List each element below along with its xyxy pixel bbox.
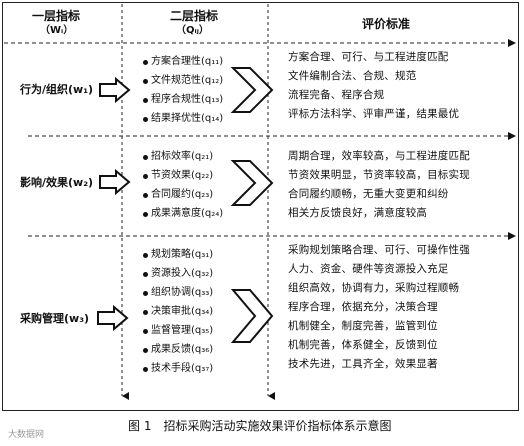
chevron-3	[230, 289, 274, 343]
bullet-icon	[143, 348, 148, 353]
criteria-3-4: 程序合理，依据充分，决策合理	[288, 301, 438, 313]
bullet-icon	[143, 272, 148, 277]
criteria-2-4: 相关方反馈良好，满意度较高	[288, 207, 428, 219]
level1-symbol: （Wᵢ）	[40, 25, 74, 36]
level1-header: 一层指标	[32, 9, 81, 23]
indicator-q24: 成果满意度(q₂₄)	[151, 208, 224, 219]
criteria-3-5: 机制健全，制度完善，监管到位	[288, 320, 438, 332]
indicator-q35: 监督管理(q₃₅)	[151, 325, 214, 336]
criteria-header: 评价标准	[362, 17, 411, 31]
bullet-icon	[143, 212, 148, 217]
figure-caption: 图 1 招标采购活动实施效果评价指标体系示意图	[128, 419, 392, 433]
bullet-icon	[143, 310, 148, 315]
block-arrow-2	[99, 168, 131, 196]
indicator-q31: 规划策略(q₃₁)	[151, 249, 214, 260]
indicator-q33: 组织协调(q₃₃)	[151, 287, 214, 298]
block-arrow-1	[99, 76, 131, 104]
bullet-icon	[143, 60, 148, 65]
indicator-q37: 技术手段(q₃₇)	[151, 363, 214, 374]
criteria-2-1: 周期合理，效率较高，与工程进度匹配	[288, 150, 470, 162]
criteria-3-1: 采购规划策略合理、可行、可操作性强	[288, 244, 470, 256]
criteria-3-3: 组织高效，协调有力，采购过程顺畅	[288, 282, 460, 294]
bullet-icon	[143, 253, 148, 258]
bullet-icon	[143, 291, 148, 296]
criteria-1-2: 文件编制合法、合规、规范	[288, 70, 417, 82]
indicator-q34: 决策审批(q₃₄)	[151, 306, 214, 317]
indicator-q32: 资源投入(q₃₂)	[151, 268, 214, 279]
criteria-2-3: 合同履约顺畅，无重大变更和纠纷	[288, 188, 449, 200]
indicator-q22: 节资效果(q₂₂)	[151, 170, 214, 181]
criteria-3-2: 人力、资金、硬件等资源投入充足	[288, 263, 449, 275]
arrowhead-right-3	[508, 232, 516, 240]
criteria-1-3: 流程完备、程序合规	[288, 89, 385, 101]
bullet-icon	[143, 98, 148, 103]
block-arrow-3	[97, 304, 129, 332]
bullet-icon	[143, 117, 148, 122]
bullet-icon	[143, 329, 148, 334]
level1-label-management: 采购管理(w₃)	[20, 312, 90, 325]
indicator-q11: 方案合理性(q₁₁)	[151, 56, 224, 67]
indicator-q13: 程序合规性(q₁₃)	[151, 94, 224, 105]
chevron-1	[230, 67, 274, 113]
level2-symbol: （Qᵢⱼ）	[176, 25, 209, 36]
chevron-2	[230, 160, 274, 206]
arrowhead-right-2	[508, 132, 516, 140]
watermark: 大数据网	[8, 430, 45, 440]
indicator-q36: 成果反馈(q₃₆)	[151, 344, 214, 355]
diagram-frame	[2, 2, 519, 411]
bullet-icon	[143, 367, 148, 372]
level2-header: 二层指标	[170, 9, 219, 23]
bullet-icon	[143, 193, 148, 198]
criteria-3-7: 技术先进，工具齐全，效果显著	[288, 358, 438, 370]
indicator-q23: 合同履约(q₂₃)	[151, 189, 214, 200]
bullet-icon	[143, 155, 148, 160]
level1-label-behavior: 行为/组织(w₁)	[20, 83, 94, 96]
level1-label-impact: 影响/效果(w₂)	[20, 176, 94, 189]
indicator-q12: 文件规范性(q₁₂)	[151, 75, 224, 86]
criteria-3-6: 机制完善，体系健全，反馈到位	[288, 339, 438, 351]
criteria-1-4: 评标方法科学、评审严谨，结果最优	[288, 108, 460, 120]
bullet-icon	[143, 174, 148, 179]
criteria-1-1: 方案合理、可行、与工程进度匹配	[288, 51, 449, 63]
criteria-2-2: 节资效果明显，节资率较高，目标实现	[288, 169, 470, 181]
indicator-q14: 结果择优性(q₁₄)	[151, 113, 224, 124]
bullet-icon	[143, 79, 148, 84]
indicator-q21: 招标效率(q₂₁)	[151, 151, 214, 162]
arrowhead-right-1	[508, 39, 516, 47]
